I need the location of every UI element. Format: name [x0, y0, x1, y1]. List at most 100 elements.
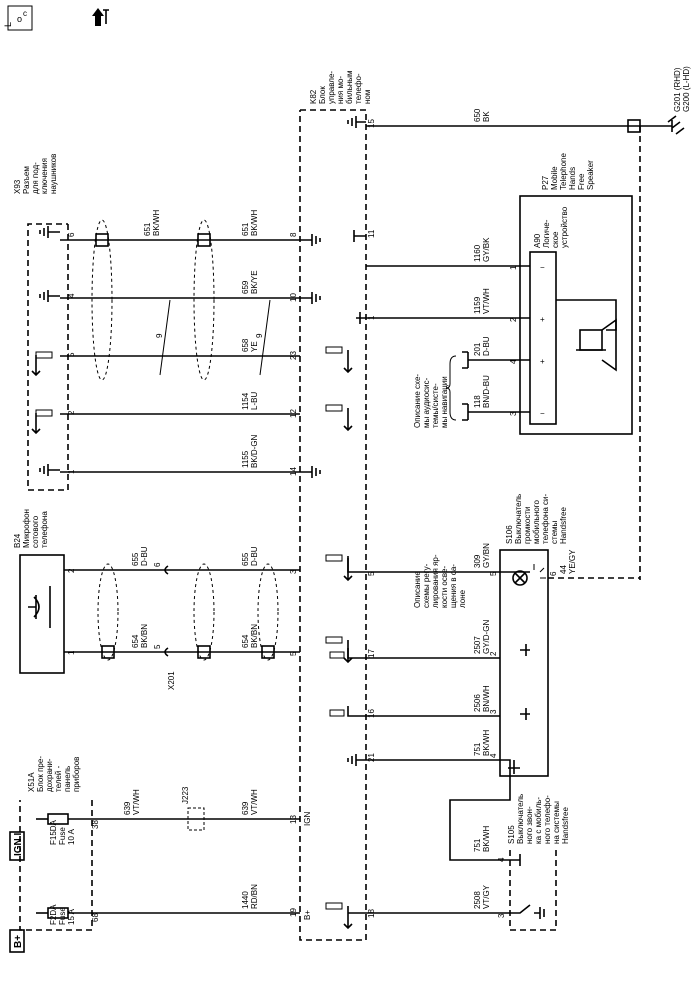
svg-text:639: 639	[123, 801, 132, 815]
svg-text:стемы: стемы	[550, 520, 559, 544]
svg-text:телефона: телефона	[40, 511, 49, 548]
svg-text:Speaker: Speaker	[586, 160, 595, 190]
svg-text:14: 14	[289, 467, 298, 476]
svg-text:BK/WH: BK/WH	[250, 210, 259, 236]
svg-text:651: 651	[241, 222, 250, 236]
svg-text:Выключатель: Выключатель	[514, 494, 523, 544]
svg-text:650: 650	[473, 108, 482, 122]
svg-text:VT/WH: VT/WH	[250, 789, 259, 815]
svg-text:мобильного: мобильного	[532, 500, 541, 544]
svg-text:654: 654	[241, 634, 250, 648]
svg-text:D-BU: D-BU	[482, 336, 491, 356]
svg-text:Блок пре-: Блок пре-	[36, 756, 45, 792]
svg-text:Блок: Блок	[318, 86, 327, 104]
p27-speaker: P27 Mobile Telephone Hands Free Speaker …	[509, 153, 633, 435]
svg-text:3: 3	[497, 913, 506, 918]
svg-text:GY/D-GN: GY/D-GN	[482, 620, 491, 654]
svg-text:A90: A90	[533, 233, 542, 248]
svg-text:BK/WH: BK/WH	[482, 826, 491, 852]
s106-switch: S106 Выключатель громкости мобильного те…	[489, 494, 640, 777]
svg-text:2507: 2507	[473, 636, 482, 654]
power-source-ign: IGN I	[9, 831, 25, 861]
x93-label: X93 Разъем для под- ключения наушников	[13, 154, 58, 194]
svg-text:1160: 1160	[473, 244, 482, 262]
svg-text:4: 4	[497, 857, 506, 862]
svg-text:для под-: для под-	[31, 162, 40, 194]
b24-microphone: B24 Микрофон сотового телефона 2 1	[13, 509, 76, 674]
svg-text:8: 8	[289, 232, 298, 237]
svg-text:BK: BK	[482, 111, 491, 122]
svg-text:Описание: Описание	[413, 571, 422, 608]
svg-text:L: L	[3, 22, 13, 27]
svg-text:BK/WH: BK/WH	[152, 210, 161, 236]
svg-text:5: 5	[367, 571, 376, 576]
svg-text:5: 5	[67, 352, 76, 357]
svg-text:YE/GY: YE/GY	[568, 549, 577, 574]
svg-text:ного звон-: ного звон-	[525, 806, 534, 844]
svg-text:2: 2	[489, 651, 498, 656]
svg-text:19: 19	[289, 908, 298, 917]
svg-text:D-BU: D-BU	[250, 546, 259, 566]
svg-text:мы навигации: мы навигации	[440, 376, 449, 428]
svg-text:1159: 1159	[473, 296, 482, 314]
svg-text:2508: 2508	[473, 891, 482, 909]
location-icon[interactable]: L o c	[3, 5, 33, 31]
svg-text:1: 1	[509, 265, 518, 270]
svg-text:Микрофон: Микрофон	[22, 509, 31, 548]
arrow-wrench-icon[interactable]	[92, 8, 109, 26]
svg-text:4: 4	[67, 293, 76, 298]
svg-text:Fuse: Fuse	[58, 827, 67, 845]
svg-text:телефо-: телефо-	[354, 73, 363, 104]
svg-text:F15DA: F15DA	[49, 819, 58, 845]
svg-text:VT/WH: VT/WH	[482, 288, 491, 314]
svg-text:44: 44	[559, 565, 568, 574]
svg-text:16: 16	[367, 709, 376, 718]
svg-text:Telephone: Telephone	[559, 153, 568, 190]
svg-text:5: 5	[489, 571, 498, 576]
svg-text:VT/GY: VT/GY	[482, 884, 491, 909]
svg-text:Разъем: Разъем	[22, 166, 31, 194]
svg-text:ния мо-: ния мо-	[336, 76, 345, 104]
svg-text:BK/YE: BK/YE	[250, 270, 259, 294]
svg-text:4: 4	[509, 359, 518, 364]
svg-text:309: 309	[473, 554, 482, 568]
svg-text:658: 658	[241, 338, 250, 352]
svg-text:IGN: IGN	[303, 812, 312, 826]
svg-text:наушников: наушников	[49, 154, 58, 194]
svg-text:12: 12	[289, 409, 298, 418]
svg-text:F2DA: F2DA	[49, 904, 58, 925]
svg-text:B24: B24	[13, 533, 22, 548]
svg-text:GY/BK: GY/BK	[482, 237, 491, 262]
svg-text:2: 2	[509, 317, 518, 322]
svg-text:лоне: лоне	[458, 589, 467, 608]
svg-text:+: +	[540, 357, 545, 366]
svg-text:Handsfree: Handsfree	[559, 507, 568, 544]
svg-text:639: 639	[241, 801, 250, 815]
svg-text:1155: 1155	[241, 450, 250, 468]
svg-text:схемы регу-: схемы регу-	[422, 563, 431, 608]
svg-text:ном: ном	[363, 90, 372, 104]
svg-text:ка с мобиль-: ка с мобиль-	[534, 797, 543, 844]
svg-text:3: 3	[489, 709, 498, 714]
svg-text:4: 4	[489, 753, 498, 758]
svg-text:1154: 1154	[241, 392, 250, 410]
svg-text:Выключатель: Выключатель	[516, 794, 525, 844]
svg-text:BK/BN: BK/BN	[140, 624, 149, 648]
svg-text:Логиче-: Логиче-	[542, 219, 551, 248]
svg-text:201: 201	[473, 342, 482, 356]
svg-text:RD/BN: RD/BN	[250, 884, 259, 909]
svg-text:щения в са-: щения в са-	[449, 564, 458, 608]
s105-switch: S105 Выключатель ного звон- ка с мобиль-…	[497, 794, 570, 931]
svg-text:панель: панель	[63, 766, 72, 792]
svg-text:+: +	[540, 315, 545, 324]
svg-text:телефона си-: телефона си-	[541, 494, 550, 544]
svg-text:S106: S106	[505, 525, 514, 544]
svg-text:управле-: управле-	[327, 71, 336, 104]
svg-text:BK/D-GN: BK/D-GN	[250, 434, 259, 468]
svg-text:GY/BN: GY/BN	[482, 543, 491, 568]
svg-text:1440: 1440	[241, 891, 250, 909]
svg-text:o: o	[17, 14, 22, 24]
svg-text:на системы: на системы	[552, 801, 561, 844]
